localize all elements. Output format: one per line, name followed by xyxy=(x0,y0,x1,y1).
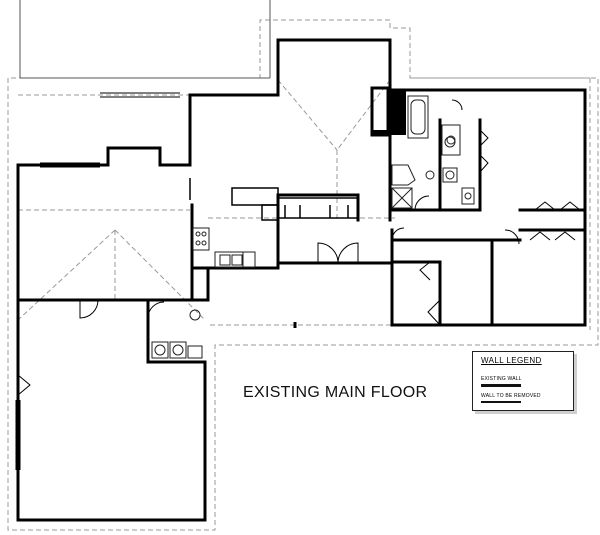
hall-openings xyxy=(284,205,349,218)
windows xyxy=(15,92,180,470)
legend-item-removed-label: WALL TO BE REMOVED xyxy=(481,393,541,399)
drawing-title: EXISTING MAIN FLOOR xyxy=(243,384,428,401)
garage-posts xyxy=(203,322,297,495)
removed-walls xyxy=(107,160,358,221)
door-swings xyxy=(17,99,581,396)
wall-legend: WALL LEGEND EXISTING WALL WALL TO BE REM… xyxy=(472,351,574,411)
legend-removed-wall-swatch xyxy=(481,401,521,403)
masonry-accents xyxy=(372,90,406,135)
legend-existing-wall-swatch xyxy=(481,384,521,387)
legend-title: WALL LEGEND xyxy=(481,356,542,365)
fixtures xyxy=(151,95,475,359)
existing-walls xyxy=(16,38,587,522)
terrace-outline xyxy=(19,0,271,79)
legend-item-existing-label: EXISTING WALL xyxy=(481,376,522,382)
